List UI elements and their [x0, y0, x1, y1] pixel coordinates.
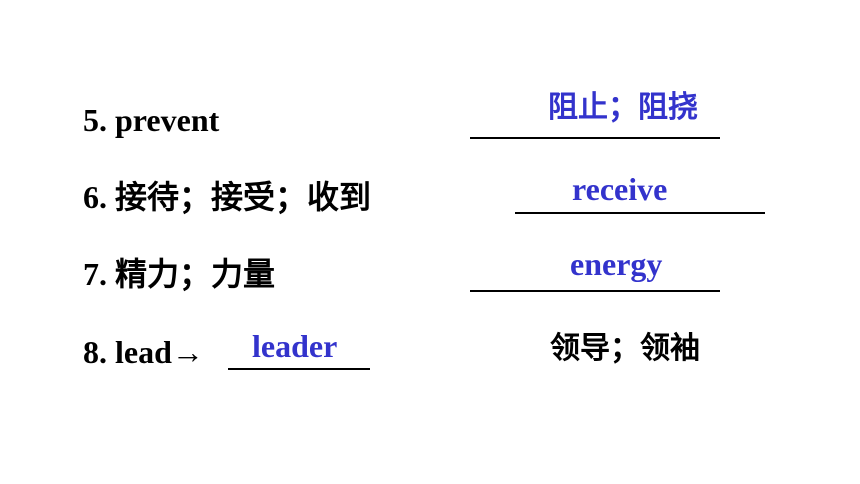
item-8-meaning: 领导；领袖 [550, 331, 700, 366]
item-6-prompt-text: 6. 接待；接受；收到 [83, 179, 372, 215]
item-8-prompt-text: 8. lead→ [83, 334, 204, 370]
item-5-prompt: 5. prevent [83, 104, 219, 136]
item-5-answer: 阻止；阻挠 [548, 90, 698, 125]
item-7-blank-line [470, 290, 720, 292]
item-7-answer: energy [570, 246, 663, 282]
item-5-prompt-text: 5. prevent [83, 102, 220, 138]
item-5-blank-line [470, 137, 720, 139]
item-6-prompt: 6. 接待；接受；收到 [83, 181, 371, 213]
item-8-blank-line [228, 368, 370, 370]
item-8-answer: leader [252, 328, 338, 364]
item-6-answer: receive [572, 171, 668, 207]
item-6-blank-line [515, 212, 765, 214]
item-7-prompt-text: 7. 精力；力量 [83, 256, 276, 292]
item-7-prompt: 7. 精力；力量 [83, 258, 275, 290]
item-8-prompt: 8. lead→ [83, 336, 204, 368]
